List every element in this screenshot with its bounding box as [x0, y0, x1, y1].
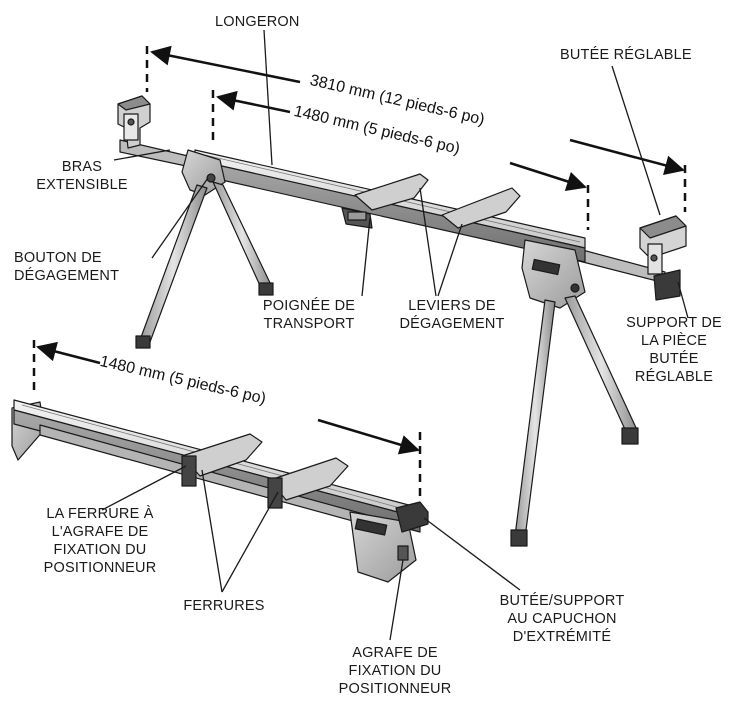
left-end-stop — [117, 95, 151, 149]
label-butee-reglable: BUTÉE RÉGLABLE — [560, 47, 692, 63]
right-leg-front — [514, 299, 556, 539]
release-lever-2 — [441, 187, 521, 229]
left-leg-foot-front — [135, 335, 151, 349]
dim-arrow-3810-right — [569, 138, 685, 176]
label-bras-extensible: BRAS EXTENSIBLE — [36, 159, 128, 193]
label-ferrures: FERRURES — [183, 598, 265, 614]
label-butee-support-capuchon: BUTÉE/SUPPORT AU CAPUCHON D'EXTRÉMITÉ — [499, 593, 625, 645]
dim-arrow-3810-left — [150, 45, 301, 84]
dimension-lines — [32, 45, 687, 500]
dim-arrow-1480-right — [509, 161, 587, 192]
left-leg-back — [212, 181, 273, 291]
bracket-1 — [181, 433, 263, 477]
label-ferrure-agrafe: LA FERRURE À L'AGRAFE DE FIXATION DU POS… — [43, 506, 157, 576]
bracket-2 — [269, 457, 349, 501]
leader-lines — [101, 29, 689, 641]
dim-arrow-1480-left — [216, 90, 291, 114]
left-leg-foot-back — [258, 282, 274, 296]
right-leg-foot-front — [510, 529, 528, 547]
positioner-clip — [397, 545, 409, 561]
dim-arrow-collapsed-left — [36, 341, 101, 365]
label-leviers-degagement: LEVIERS DE DÉGAGEMENT — [399, 298, 505, 332]
label-poignee-transport: POIGNÉE DE TRANSPORT — [262, 298, 356, 332]
label-bouton-degagement: BOUTON DE DÉGAGEMENT — [14, 250, 120, 284]
release-button — [206, 173, 216, 183]
release-lever-1 — [354, 173, 429, 211]
label-support-piece: SUPPORT DE LA PIÈCE BUTÉE RÉGLABLE — [626, 315, 722, 385]
collapsed-stand — [11, 399, 429, 583]
dim-arrow-collapsed-right — [317, 418, 420, 455]
extended-stand — [117, 95, 687, 547]
label-longeron: LONGERON — [215, 14, 300, 30]
label-agrafe-fixation: AGRAFE DE FIXATION DU POSITIONNEUR — [338, 645, 452, 697]
right-leg-foot-back — [621, 427, 639, 445]
end-cap — [395, 501, 429, 533]
right-adjustable-stop — [639, 215, 687, 301]
